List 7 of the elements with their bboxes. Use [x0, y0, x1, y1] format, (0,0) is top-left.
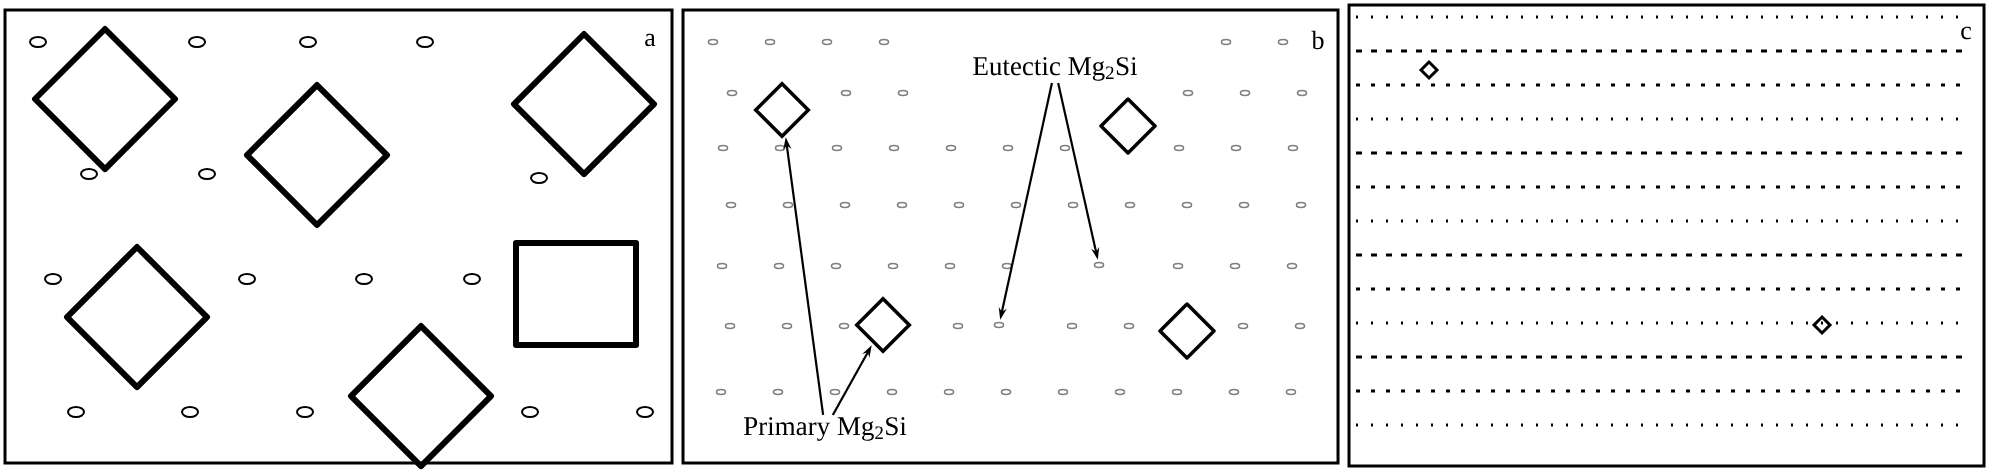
panel-letter: a [643, 32, 657, 48]
text-label: Eutectic Mg$_{2}$Si [970, 55, 1140, 83]
particle-diamond [753, 81, 811, 139]
particle-diamond [854, 296, 912, 354]
text-label: Primary Mg$_{2}$Si [741, 415, 909, 443]
panel-letter: b [1310, 29, 1326, 51]
panel-letter: c [1959, 25, 1973, 41]
